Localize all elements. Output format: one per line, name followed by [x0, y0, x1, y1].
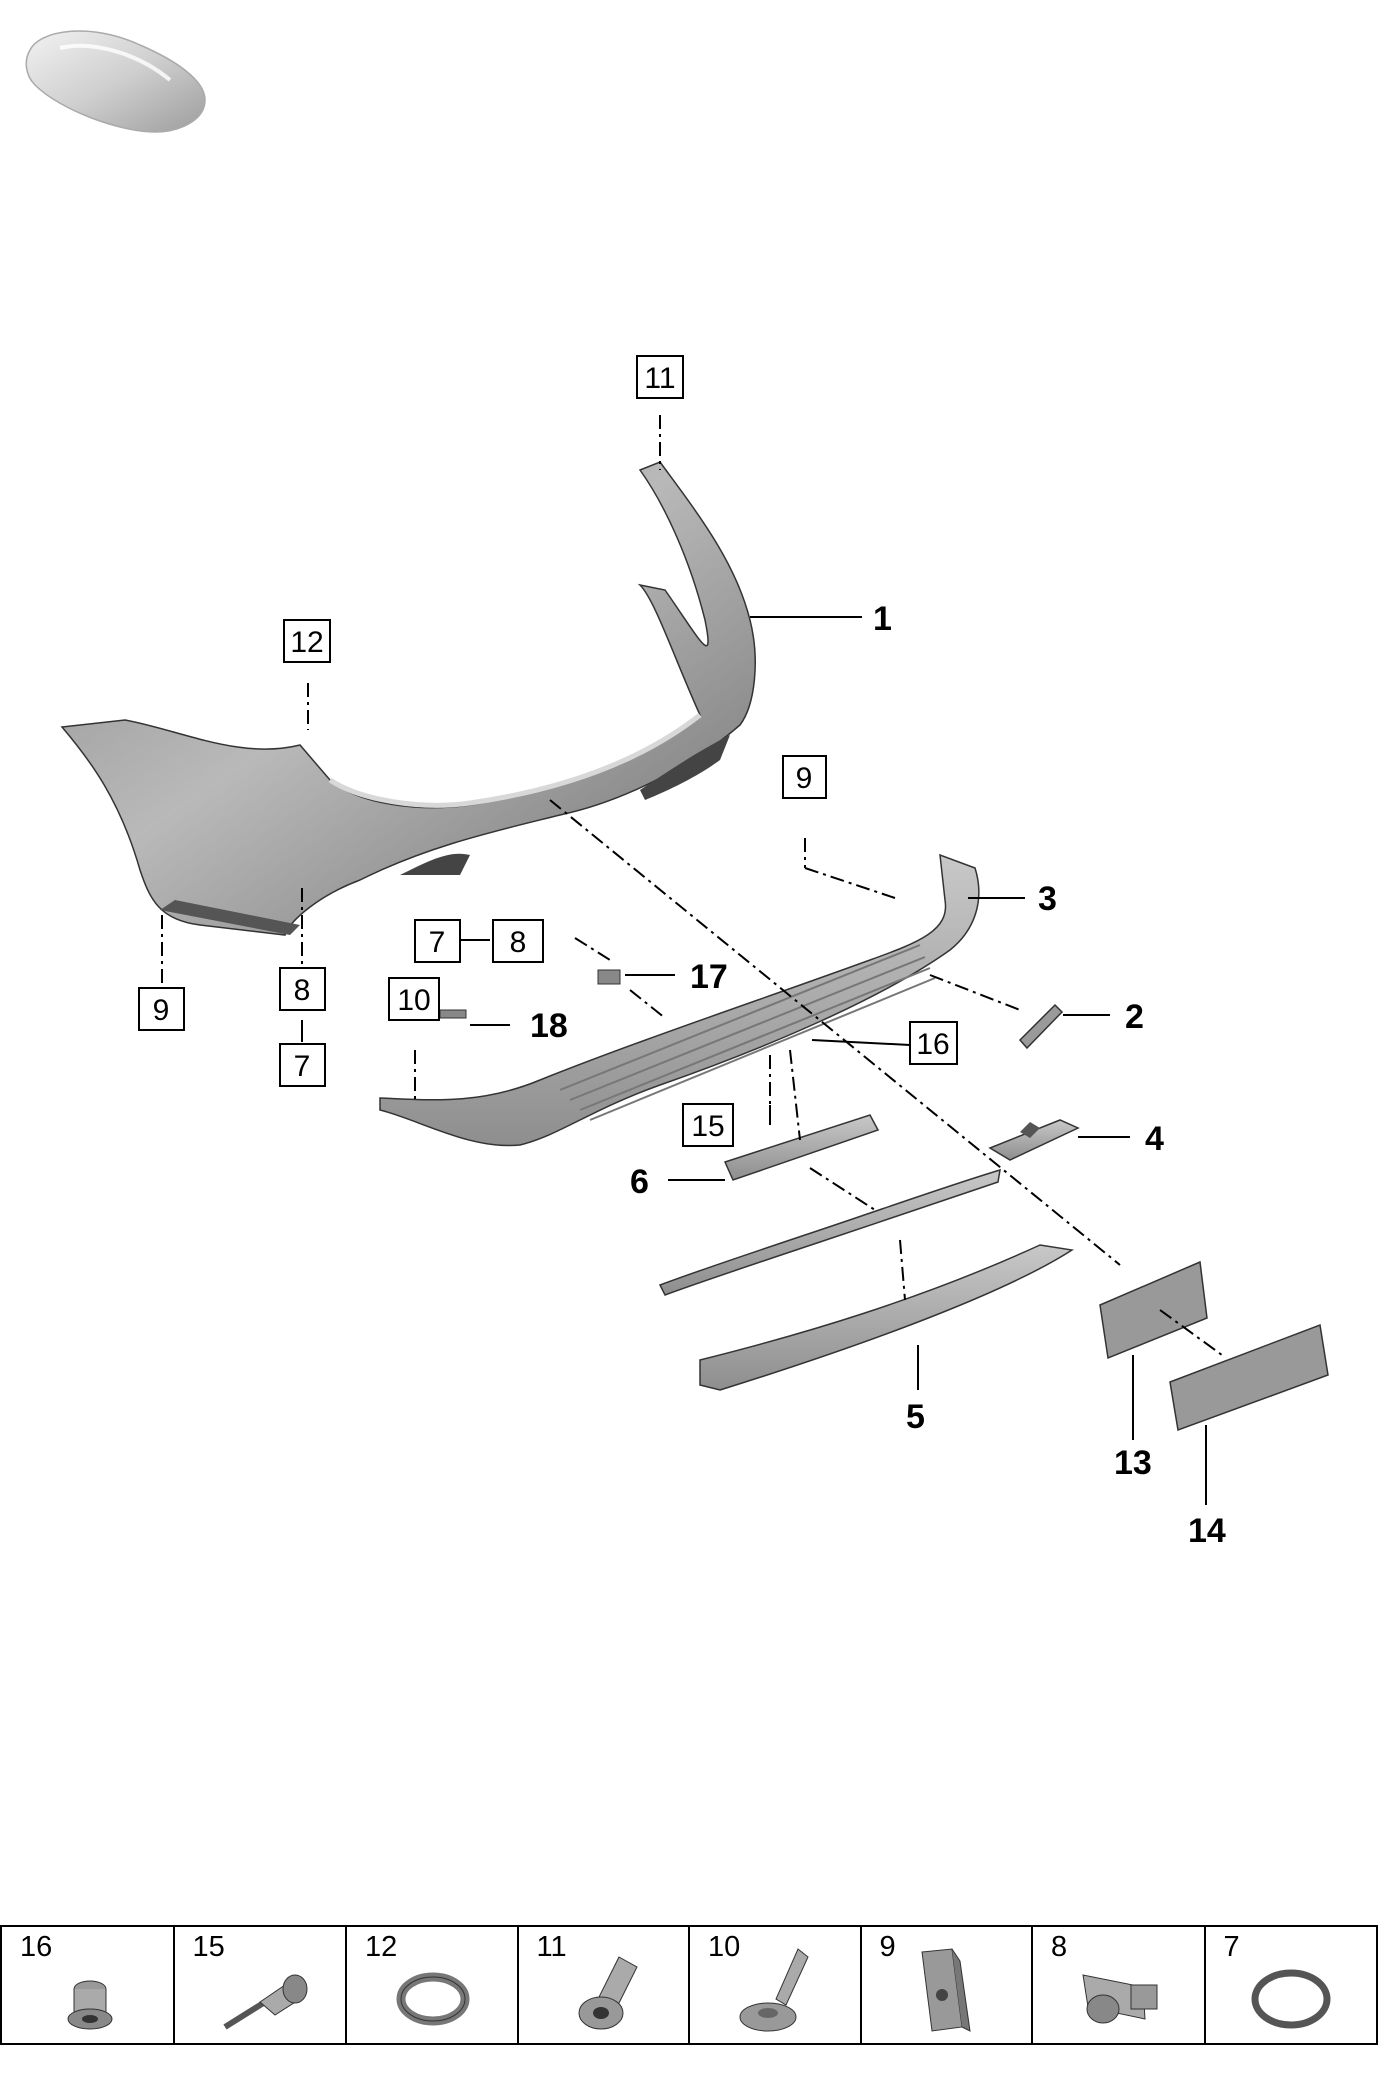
- svg-text:15: 15: [691, 1110, 724, 1143]
- legend-number: 15: [192, 1931, 225, 1963]
- callout-2: 2: [1125, 998, 1144, 1036]
- callout-6: 6: [630, 1163, 649, 1201]
- svg-text:9: 9: [796, 762, 813, 795]
- boxed-callout-12: 12: [283, 619, 331, 663]
- legend-cell-10: 10: [690, 1927, 862, 2043]
- legend-number: 9: [879, 1931, 896, 1963]
- legend-cell-8: 8: [1033, 1927, 1206, 2043]
- dash-dot-leaders: [161, 415, 1223, 1356]
- legend-number: 11: [536, 1931, 567, 1963]
- clip-nut-icon: [920, 1948, 971, 2032]
- reflector-part: [1018, 1003, 1064, 1050]
- svg-text:10: 10: [397, 984, 430, 1017]
- legend-number: 8: [1051, 1931, 1068, 1963]
- callout-14: 14: [1188, 1512, 1226, 1550]
- blind-rivet-icon: [222, 1974, 307, 2030]
- callout-18: 18: [530, 1007, 568, 1045]
- callout-5: 5: [906, 1398, 925, 1436]
- callout-3: 3: [1038, 880, 1057, 918]
- boxed-callout-8-mid: 8: [492, 919, 544, 963]
- screw-icon: [578, 1956, 638, 2030]
- bracket-part: [988, 1119, 1080, 1161]
- small-clip-17: [597, 969, 621, 985]
- callout-13: 13: [1114, 1444, 1152, 1482]
- lower-trim-panel: [379, 853, 980, 1147]
- boxed-callout-11: 11: [636, 355, 684, 399]
- svg-text:9: 9: [153, 994, 170, 1027]
- svg-text:8: 8: [294, 974, 311, 1007]
- legend-number: 12: [365, 1931, 398, 1963]
- boxed-callout-9-left: 9: [138, 987, 185, 1031]
- license-plate-bracket-lower: [1169, 1323, 1329, 1432]
- rear-bumper-cover: [60, 461, 756, 936]
- lower-spoiler: [699, 1244, 1075, 1391]
- rivet-nut-icon: [67, 1980, 113, 2030]
- legend-cell-7: 7: [1206, 1927, 1377, 2043]
- reinforcement-strip: [658, 1114, 1001, 1296]
- small-clip-18: [439, 1009, 467, 1019]
- car-thumbnail: [25, 30, 206, 133]
- legend-number: 10: [708, 1931, 741, 1963]
- boxed-callout-15: 15: [682, 1103, 734, 1147]
- legend-cell-11: 11: [519, 1927, 690, 2043]
- sealing-ring-icon: [1251, 1969, 1330, 2029]
- legend-number: 16: [20, 1931, 53, 1963]
- legend-cell-12: 12: [347, 1927, 519, 2043]
- svg-text:16: 16: [916, 1028, 949, 1061]
- legend-cell-15: 15: [175, 1927, 347, 2043]
- boxed-callout-9-right: 9: [782, 755, 827, 799]
- svg-text:7: 7: [294, 1050, 311, 1083]
- retaining-ring-icon: [396, 1972, 470, 2026]
- license-plate-bracket-upper: [1099, 1260, 1208, 1360]
- boxed-callout-7-mid: 7: [414, 919, 461, 963]
- svg-text:8: 8: [510, 926, 527, 959]
- legend-cell-9: 9: [862, 1927, 1033, 2043]
- svg-text:12: 12: [290, 626, 323, 659]
- boxed-callout-10: 10: [388, 977, 440, 1021]
- svg-text:7: 7: [429, 926, 446, 959]
- expanding-rivet-icon: [739, 1948, 809, 2032]
- legend-number: 7: [1223, 1931, 1240, 1963]
- boxed-callout-7-left: 7: [279, 1043, 326, 1087]
- callout-17: 17: [690, 958, 728, 996]
- callout-4: 4: [1145, 1120, 1164, 1158]
- boxed-callout-16: 16: [909, 1021, 958, 1065]
- legend-cell-16: 16: [2, 1927, 175, 2043]
- callout-1: 1: [873, 600, 892, 638]
- parking-sensor-icon: [1082, 1974, 1158, 2024]
- solid-leaders: [301, 616, 1207, 1505]
- svg-text:11: 11: [644, 362, 675, 395]
- fastener-legend: 16 15 12 11 10: [0, 1925, 1378, 2045]
- boxed-callout-8-left: 8: [279, 967, 326, 1011]
